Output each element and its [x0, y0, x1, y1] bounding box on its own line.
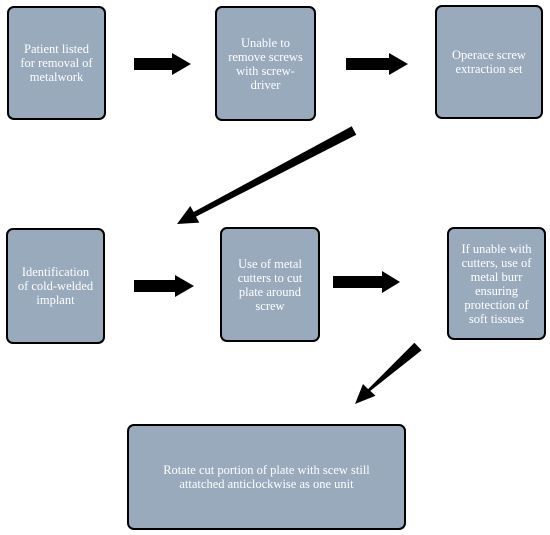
arrow-step5-to-step6 — [333, 271, 400, 293]
step-patient-listed: Patient listed for removal of metalwork — [7, 6, 106, 120]
step-label: Patient listed for removal of metalwork — [20, 42, 93, 84]
arrow-step2-to-step3 — [346, 53, 408, 75]
arrow-step1-to-step2 — [134, 53, 191, 75]
step-metal-cutters: Use of metal cutters to cut plate around… — [220, 227, 320, 342]
arrow-step4-to-step5 — [134, 275, 194, 297]
step-metal-burr: If unable with cutters, use of metal bur… — [447, 227, 546, 340]
step-label: Operace screw extraction set — [452, 48, 526, 76]
step-extraction-set: Operace screw extraction set — [435, 5, 543, 119]
step-label: Identification of cold-welded implant — [17, 265, 94, 307]
arrow-step6-to-step7 — [355, 342, 422, 404]
step-label: Unable to remove screws with screw-drive… — [228, 35, 303, 92]
step-unable-remove-screws: Unable to remove screws with screw-drive… — [215, 6, 316, 121]
step-label: If unable with cutters, use of metal bur… — [461, 241, 532, 326]
step-identification-cold-welded: Identification of cold-welded implant — [6, 228, 105, 344]
step-label: Use of metal cutters to cut plate around… — [237, 256, 303, 313]
step-label: Rotate cut portion of plate with scew st… — [163, 463, 370, 491]
arrow-step3-to-step4 — [177, 126, 357, 224]
step-rotate-cut-portion: Rotate cut portion of plate with scew st… — [127, 424, 406, 530]
